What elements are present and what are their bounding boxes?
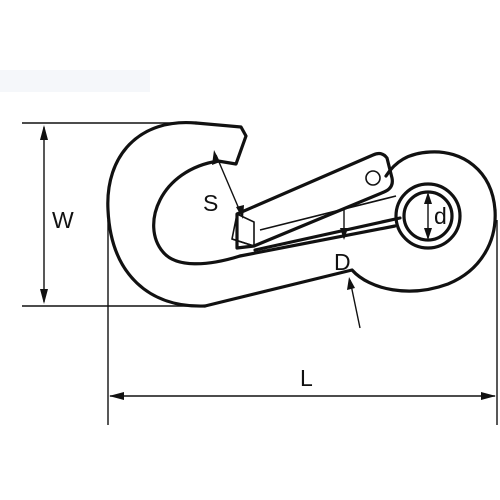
snap-hook-body xyxy=(106,120,497,308)
eye-ring-outer xyxy=(394,182,462,250)
label-d-wire: D xyxy=(334,249,351,275)
d-wire-arrow-top xyxy=(340,228,348,240)
label-l: L xyxy=(300,365,313,391)
dimension-d-wire: D xyxy=(334,210,361,329)
dimension-w: W xyxy=(22,122,205,307)
shank-lower-edge xyxy=(203,208,497,308)
gate-tip-line xyxy=(231,238,255,247)
dimension-s: S xyxy=(203,150,244,219)
dimension-d-eye: d xyxy=(424,192,447,240)
d-wire-arrow-bottom xyxy=(347,277,355,290)
label-d-eye: d xyxy=(434,203,447,229)
w-arrow-bottom xyxy=(40,289,48,304)
s-arrow-top xyxy=(212,150,220,165)
d-eye-arrow-bottom xyxy=(424,228,432,240)
s-arrow-bottom xyxy=(236,205,244,219)
label-s: S xyxy=(203,190,218,216)
eye-outer-ring xyxy=(384,150,497,212)
dimension-l: L xyxy=(107,220,498,425)
shank-upper-edge xyxy=(238,224,397,258)
label-w: W xyxy=(52,207,74,233)
gate-rivet xyxy=(365,170,381,186)
hook-back-contour xyxy=(106,120,207,308)
l-arrow-right xyxy=(481,392,496,400)
s-dimension-line xyxy=(215,154,243,217)
l-arrow-left xyxy=(109,392,124,400)
gate-outline xyxy=(235,151,394,250)
gate xyxy=(231,151,397,250)
w-arrow-top xyxy=(40,125,48,140)
background-band xyxy=(0,70,150,92)
d-eye-arrow-top xyxy=(424,192,432,204)
gate-lower-edge xyxy=(259,195,397,231)
shank-mid-edge xyxy=(253,216,402,252)
